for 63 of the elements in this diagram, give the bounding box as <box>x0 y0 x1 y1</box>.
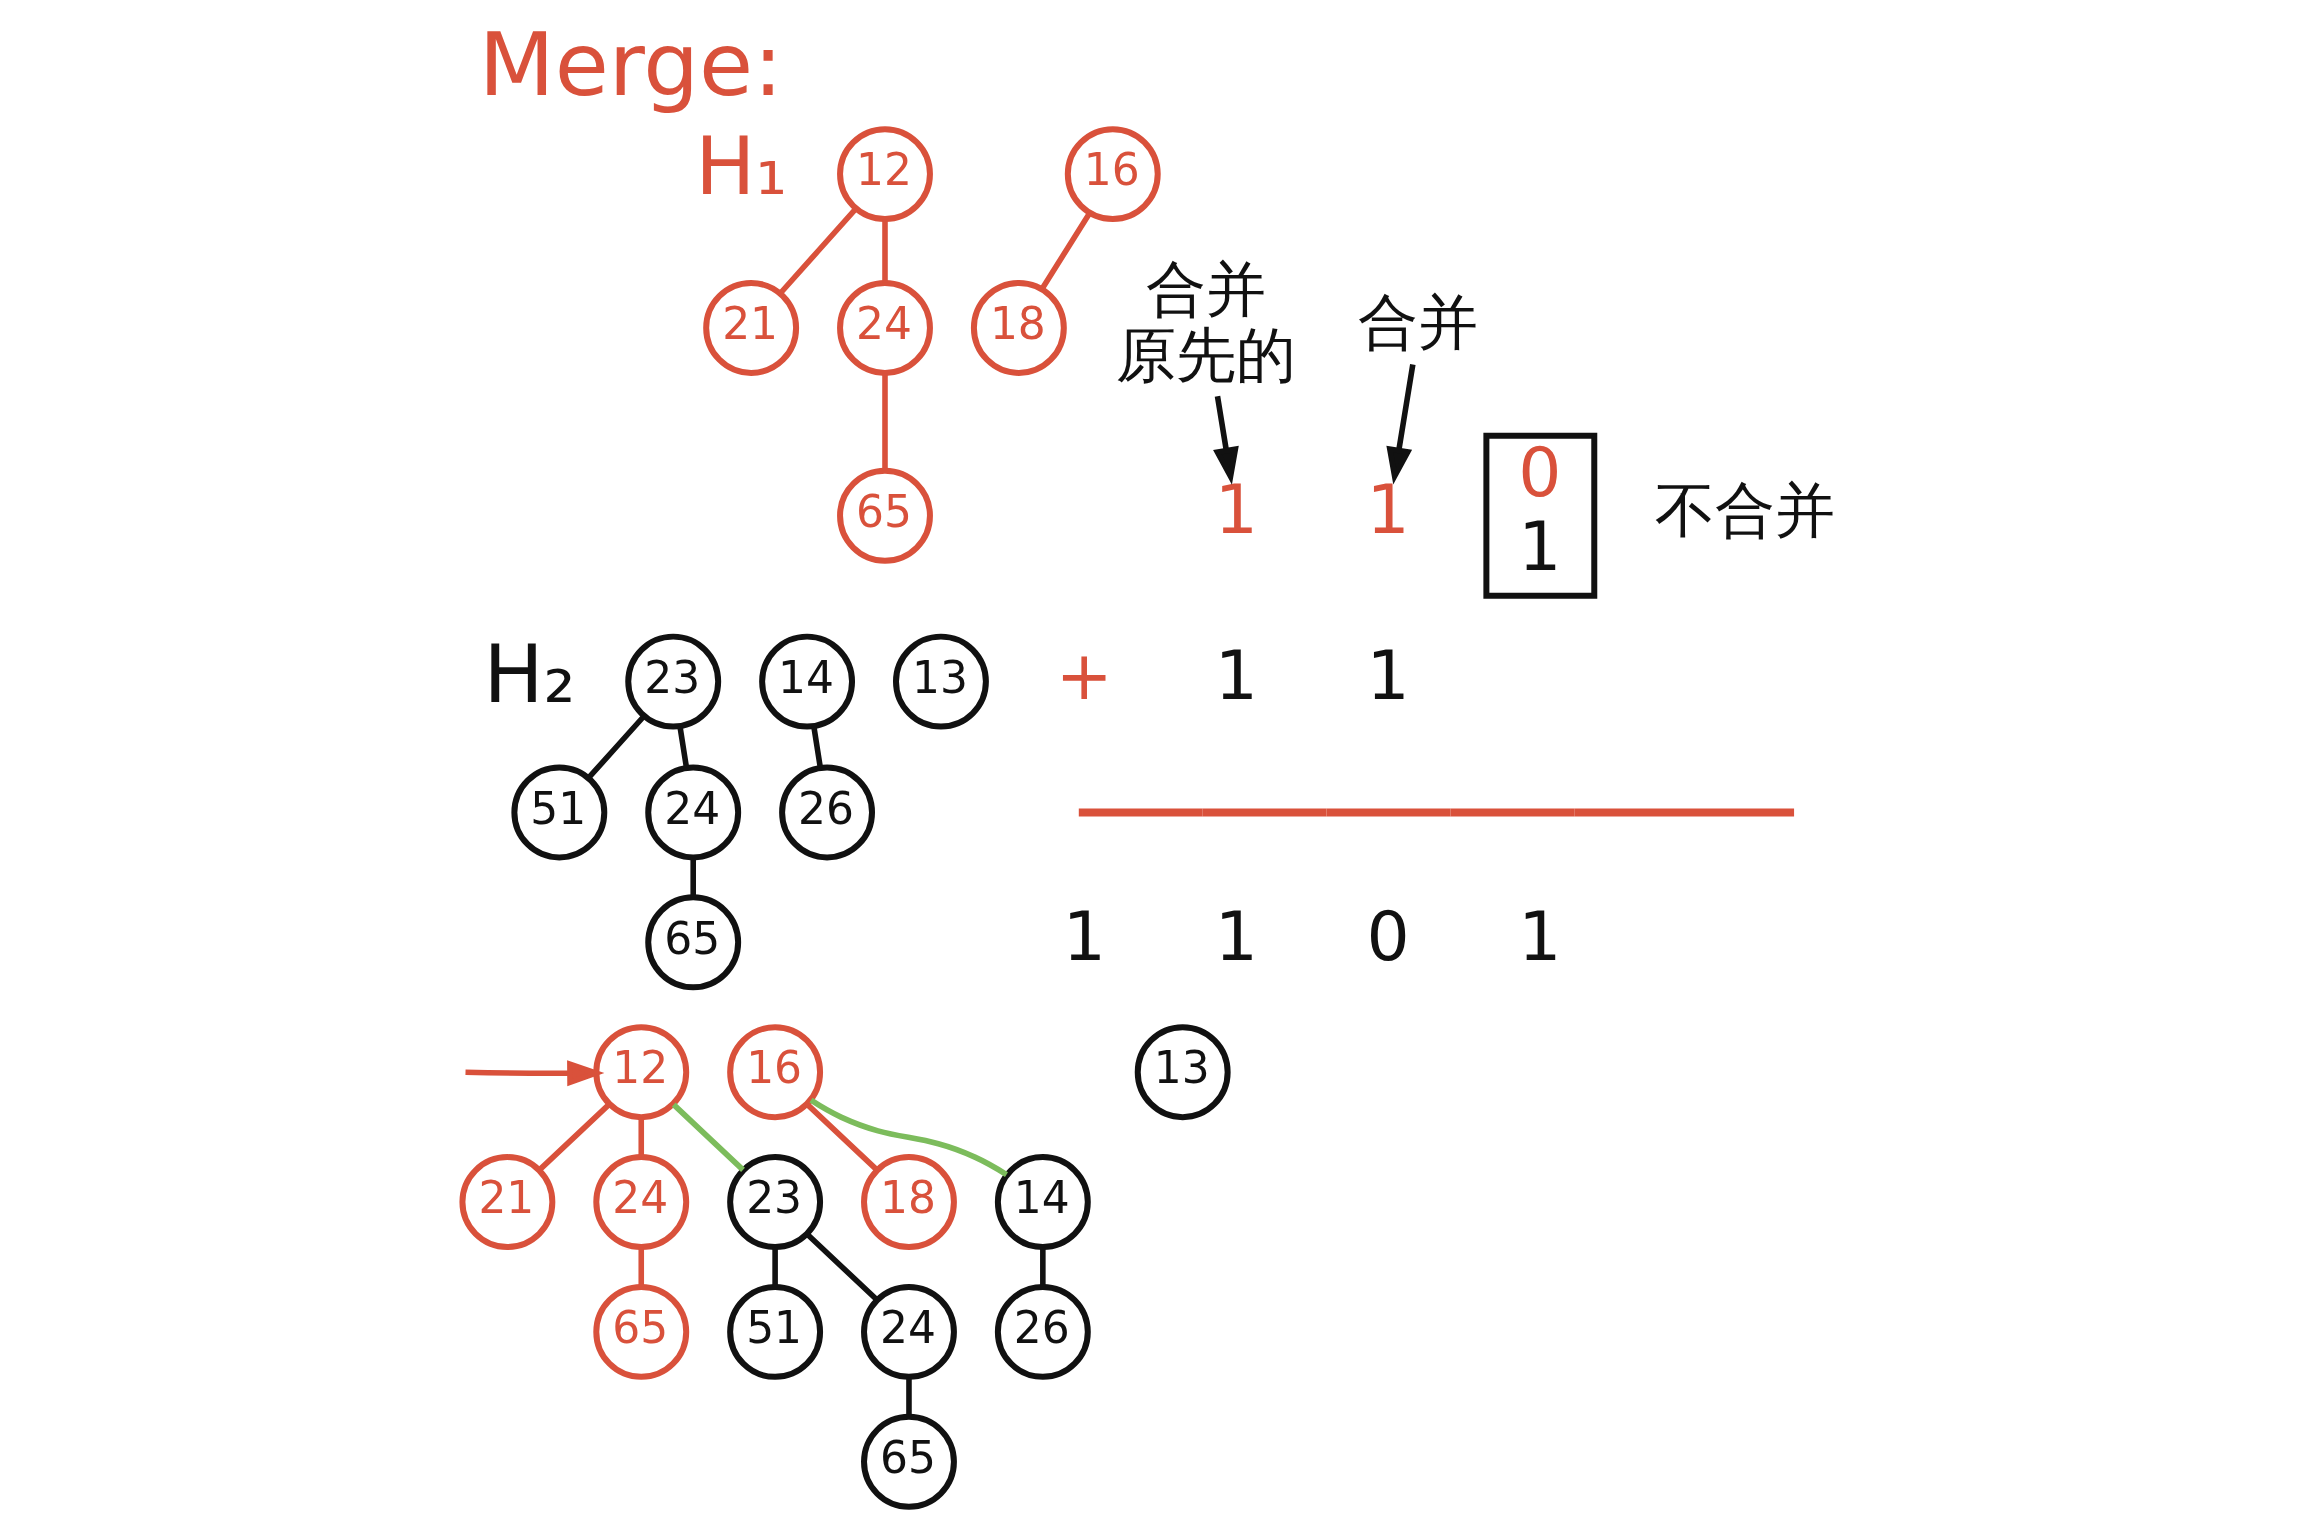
node-circle: 13 <box>892 633 989 730</box>
label: H₂ <box>482 627 576 721</box>
label: 0 <box>1366 896 1410 976</box>
node-box: 0 1 <box>1482 432 1597 599</box>
arrow <box>464 1060 604 1087</box>
node-circle: 24 <box>860 1283 957 1380</box>
node-circle: 65 <box>644 894 741 991</box>
connector <box>689 857 696 898</box>
arrow <box>1385 364 1416 485</box>
node-circle: 16 <box>1064 126 1161 223</box>
connector <box>805 1102 879 1172</box>
node-circle: 16 <box>726 1024 823 1121</box>
connector <box>1039 1247 1046 1287</box>
connector <box>881 219 888 283</box>
connector <box>805 1232 879 1302</box>
connector <box>671 1102 745 1172</box>
node-text: 合并 <box>1357 286 1478 357</box>
node-label: 不合并 <box>1654 474 1835 545</box>
connector <box>676 726 689 768</box>
label: 1 <box>1062 896 1106 976</box>
label: 1 <box>1517 896 1562 976</box>
node-circle: 51 <box>510 764 607 861</box>
node-circle: 23 <box>624 633 721 730</box>
connector <box>637 1247 644 1287</box>
connector <box>905 1377 912 1417</box>
node-circle: 21 <box>702 280 799 376</box>
node-circle: 12 <box>592 1024 689 1121</box>
node-circle: 23 <box>726 1154 823 1250</box>
node-circle: 14 <box>758 633 855 730</box>
node-circle: 26 <box>994 1283 1091 1380</box>
arrow <box>1212 395 1239 485</box>
node-circle: 14 <box>994 1154 1091 1250</box>
connector <box>809 1097 1008 1177</box>
node-circle: 65 <box>592 1283 689 1380</box>
connector <box>771 1247 778 1287</box>
node-circle: 26 <box>778 764 875 861</box>
node-circle: 21 <box>458 1154 555 1250</box>
node-circle: 18 <box>970 280 1067 376</box>
node-text: 合并 原先的 <box>1115 253 1296 390</box>
node-circle: 18 <box>860 1154 957 1250</box>
connector <box>586 714 646 780</box>
connector <box>637 1117 644 1158</box>
diagram-title: Merge: <box>478 12 783 116</box>
node-circle: 65 <box>836 467 933 564</box>
connector <box>537 1102 611 1172</box>
connector <box>810 726 823 768</box>
node-text: 1 <box>1214 470 1258 550</box>
node-circle: 24 <box>644 764 741 861</box>
connector <box>1039 211 1092 291</box>
connector <box>777 206 858 296</box>
label: H₁ <box>694 120 787 214</box>
label: + <box>1055 635 1113 715</box>
label: 1 <box>1214 896 1258 976</box>
node-circle: 24 <box>836 280 933 376</box>
label: 1 <box>1366 635 1410 715</box>
label: 1 <box>1214 635 1258 715</box>
node-circle: 51 <box>726 1283 823 1380</box>
node-circle: 12 <box>836 126 933 223</box>
node-circle: 24 <box>592 1154 689 1250</box>
node-text: 1 <box>1366 470 1410 550</box>
node-circle: 65 <box>860 1413 957 1510</box>
node-circle: 13 <box>1134 1024 1231 1121</box>
connector <box>881 373 888 471</box>
